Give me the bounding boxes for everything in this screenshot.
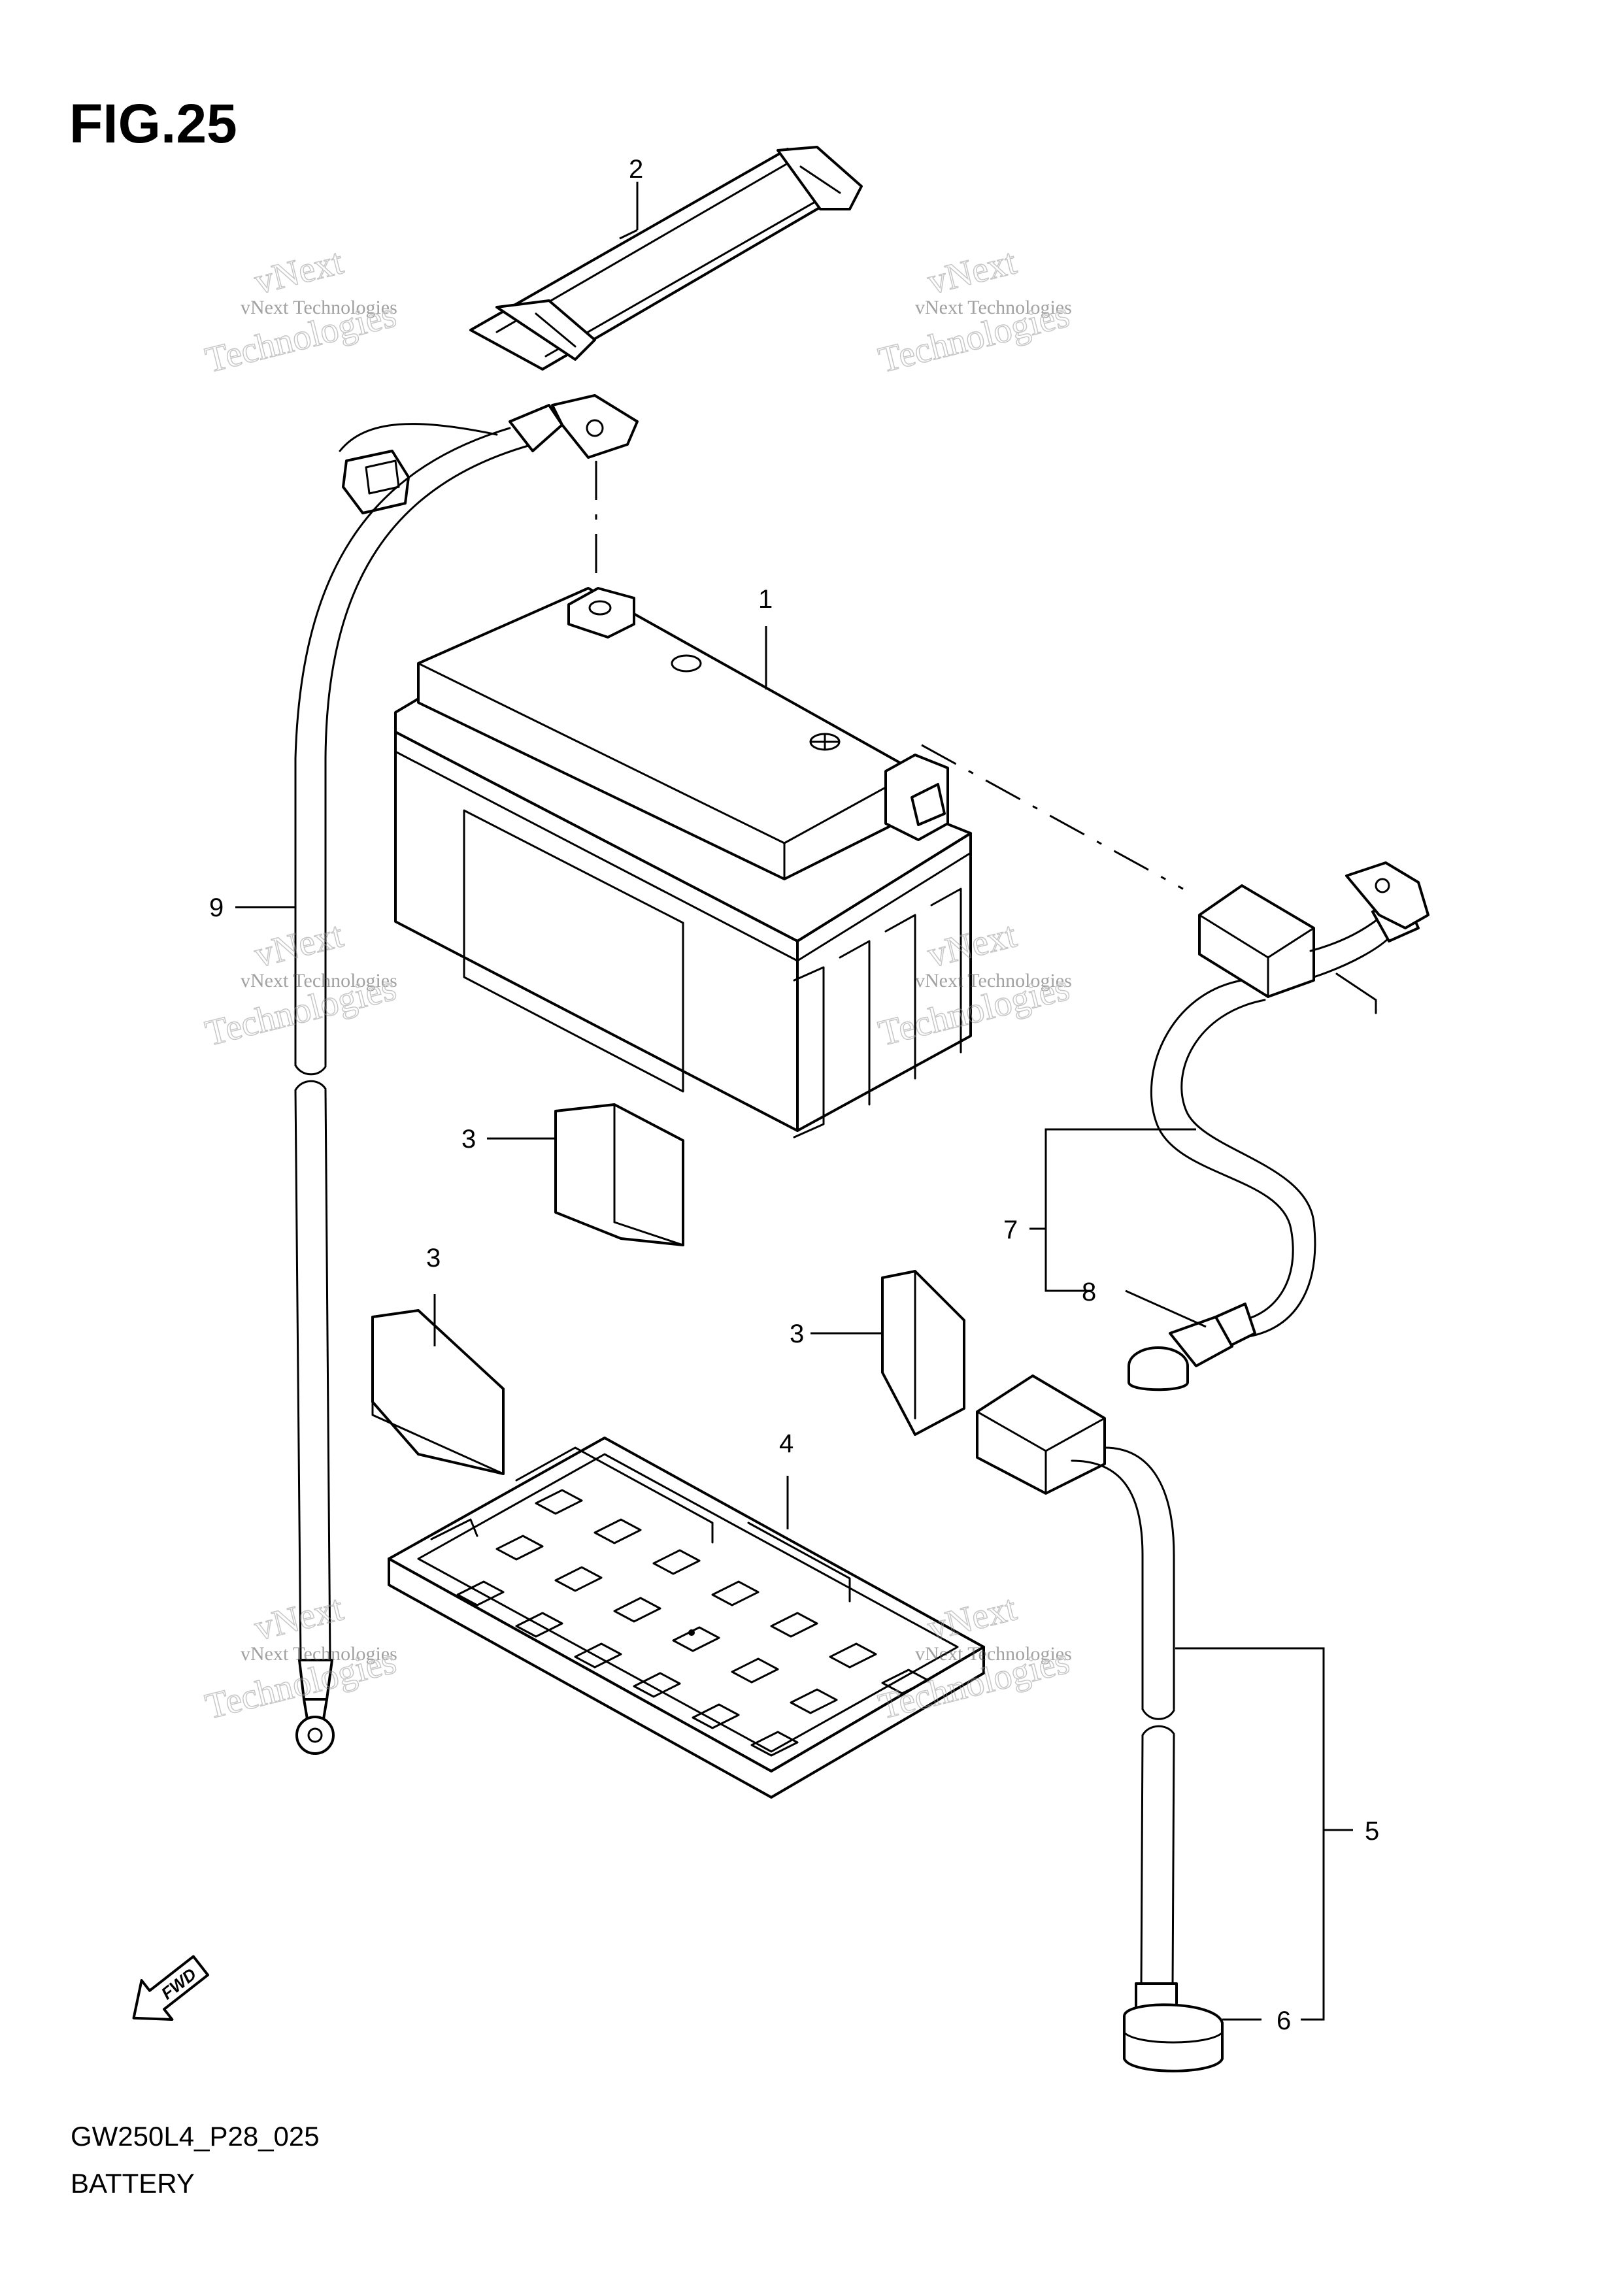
svg-text:vNext Technologies: vNext Technologies (241, 1643, 397, 1665)
watermark-mid-left: vNext Technologies vNext Technologies (201, 914, 400, 1054)
callout-5: 5 (1365, 1817, 1379, 1846)
watermark-low-left: vNext Technologies vNext Technologies (201, 1587, 400, 1727)
svg-text:vNext Technologies: vNext Technologies (915, 297, 1072, 318)
callout-3-left: 3 (426, 1244, 441, 1273)
callout-7: 7 (1003, 1216, 1018, 1244)
callout-1: 1 (758, 585, 773, 614)
part-1-battery (394, 587, 972, 1139)
assembly-line-positive (921, 744, 1184, 890)
svg-text:vNext: vNext (250, 241, 347, 302)
part-7-positive-lead (1150, 861, 1429, 1338)
svg-text:vNext: vNext (250, 914, 347, 975)
callout-3-right: 3 (790, 1320, 804, 1348)
figure-title: FIG.25 (69, 93, 237, 154)
part-3-cushion-c (881, 1270, 965, 1436)
callout-leaders (235, 182, 1353, 2021)
part-4-battery-tray (388, 1437, 985, 1799)
callout-6: 6 (1277, 2006, 1291, 2035)
watermark-top-center: vNext Technologies vNext Technologies (874, 241, 1073, 381)
part-3-cushion-b (371, 1309, 505, 1475)
svg-text:vNext Technologies: vNext Technologies (915, 1643, 1072, 1665)
callout-4: 4 (779, 1429, 794, 1458)
watermark-top-left: vNext Technologies vNext Technologies (201, 241, 400, 381)
part-5-starter-motor-lead (976, 1374, 1175, 1988)
svg-text:vNext: vNext (250, 1588, 347, 1648)
diagram-code: GW250L4_P28_025 (71, 2121, 320, 2152)
svg-text:vNext Technologies: vNext Technologies (241, 297, 397, 318)
part-6-terminal-cap (1123, 1982, 1224, 2072)
part-2-battery-band (469, 146, 863, 371)
callout-8: 8 (1082, 1278, 1096, 1306)
callout-numbers: 2 1 9 3 3 3 7 8 4 5 6 (209, 155, 1379, 2035)
diagram-caption: BATTERY (71, 2168, 195, 2199)
fwd-arrow-icon: FWD (132, 1955, 210, 2021)
svg-text:vNext Technologies: vNext Technologies (241, 970, 397, 991)
svg-text:vNext: vNext (924, 241, 1020, 302)
part-3-cushion-a (554, 1103, 684, 1246)
callout-3-upper: 3 (461, 1125, 476, 1154)
callout-9: 9 (209, 893, 224, 922)
part-9-wire-lead (294, 394, 639, 1755)
callout-2: 2 (629, 155, 643, 184)
svg-text:vNext Technologies: vNext Technologies (915, 970, 1072, 991)
part-8-terminal-cap (1128, 1303, 1256, 1391)
